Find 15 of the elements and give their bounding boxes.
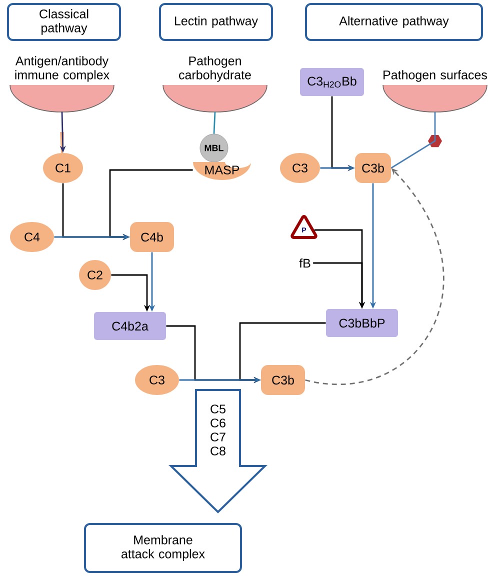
complex-box: C3$_{H2O}$Bb [300, 68, 364, 96]
node-label: Antigen/antibody immune complex [15, 56, 110, 82]
protein-label: fB [299, 258, 310, 268]
node-label: Pathogen surfaces [384, 70, 487, 82]
pathway-box: Classical pathway [7, 3, 121, 41]
surface-bowl: Pathogen carbohydrate [162, 56, 268, 112]
complex-box: C4b2a [94, 312, 166, 340]
pathway-box: Membrane attack complex [84, 523, 242, 573]
pathway-box: Lectin pathway [159, 3, 273, 41]
complex-box: C3bBbP [326, 309, 398, 337]
surface-bowl: Pathogen surfaces [382, 70, 488, 112]
mbl-sphere: MBL [200, 134, 228, 162]
surface-bowl: Antigen/antibody immune complex [10, 56, 114, 112]
pathway-box: Alternative pathway [305, 3, 483, 41]
node-label: Pathogen carbohydrate [179, 56, 251, 82]
